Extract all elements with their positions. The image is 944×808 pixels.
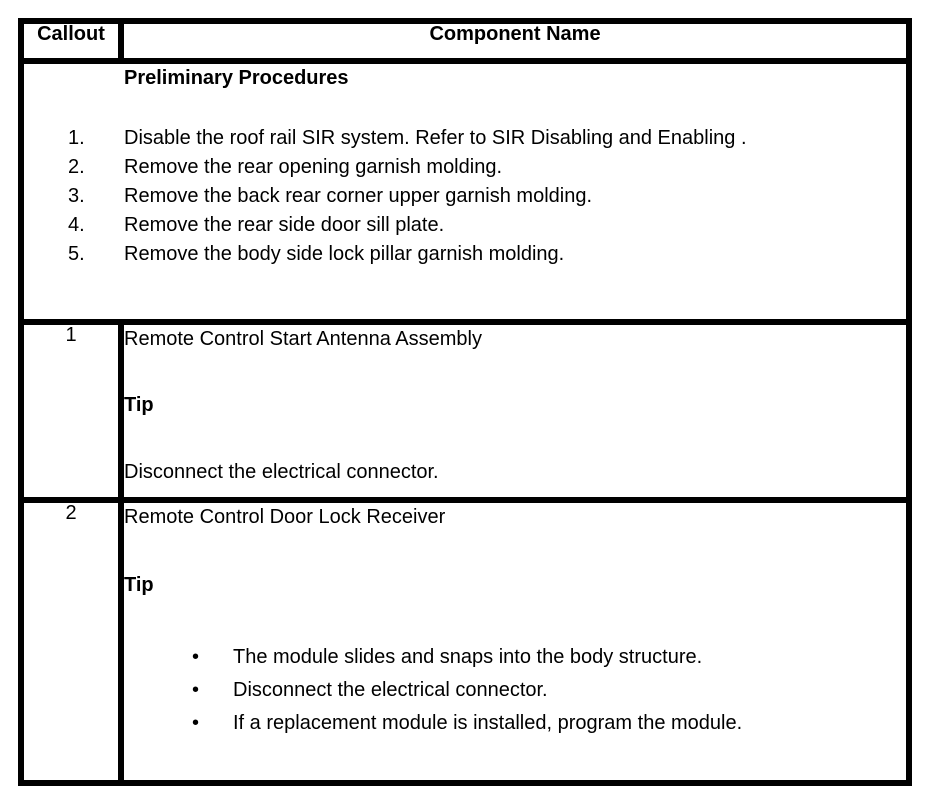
tip-label: Tip (124, 394, 154, 416)
list-item: • If a replacement module is installed, … (124, 707, 906, 740)
list-item: 2. Remove the rear opening garnish moldi… (24, 153, 906, 182)
component-row: 1 Remote Control Start Antenna Assembly … (18, 319, 912, 503)
preliminary-row: Preliminary Procedures 1. Disable the ro… (18, 58, 912, 325)
bullet-icon: • (192, 679, 200, 701)
list-item-number: 3. (68, 185, 85, 207)
list-item: 3. Remove the back rear corner upper gar… (24, 182, 906, 211)
list-item-number: 2. (68, 156, 85, 178)
component-cell: Remote Control Door Lock Receiver Tip • … (118, 497, 912, 786)
list-item-number: 4. (68, 214, 85, 236)
callout-value: 1 (18, 319, 124, 503)
list-item-text: Remove the rear opening garnish molding. (124, 156, 502, 178)
list-item: • The module slides and snaps into the b… (124, 641, 906, 674)
list-item-text: If a replacement module is installed, pr… (233, 712, 743, 734)
list-item-number: 1. (68, 127, 85, 149)
component-cell: Remote Control Start Antenna Assembly Ti… (118, 319, 912, 503)
list-item-text: Remove the back rear corner upper garnis… (124, 185, 593, 207)
component-column-header: Component Name (118, 18, 912, 64)
list-item-text: Remove the rear side door sill plate. (124, 214, 445, 236)
bullet-icon: • (192, 712, 200, 734)
tip-bullet-list: • The module slides and snaps into the b… (124, 641, 906, 740)
bullet-icon: • (192, 646, 200, 668)
component-name: Remote Control Start Antenna Assembly (124, 328, 482, 350)
list-item: 1. Disable the roof rail SIR system. Ref… (24, 124, 906, 153)
tip-label: Tip (124, 574, 154, 596)
callout-value: 2 (18, 497, 124, 786)
component-table: Callout Component Name Preliminary Proce… (18, 18, 912, 786)
callout-column-header: Callout (18, 18, 124, 64)
list-item-text: Disconnect the electrical connector. (233, 679, 548, 701)
list-item: 5. Remove the body side lock pillar garn… (24, 240, 906, 269)
list-item: 4. Remove the rear side door sill plate. (24, 211, 906, 240)
component-row: 2 Remote Control Door Lock Receiver Tip … (18, 497, 912, 786)
list-item: • Disconnect the electrical connector. (124, 674, 906, 707)
preliminary-cell: Preliminary Procedures 1. Disable the ro… (18, 58, 912, 325)
tip-note: Disconnect the electrical connector. (124, 461, 439, 483)
list-item-text: Remove the body side lock pillar garnish… (124, 243, 565, 265)
preliminary-title: Preliminary Procedures (124, 67, 349, 89)
preliminary-steps-list: 1. Disable the roof rail SIR system. Ref… (24, 124, 906, 269)
list-item-text: The module slides and snaps into the bod… (233, 646, 703, 668)
list-item-number: 5. (68, 243, 85, 265)
list-item-text: Disable the roof rail SIR system. Refer … (124, 127, 747, 149)
component-name: Remote Control Door Lock Receiver (124, 506, 446, 528)
header-row: Callout Component Name (18, 18, 912, 64)
